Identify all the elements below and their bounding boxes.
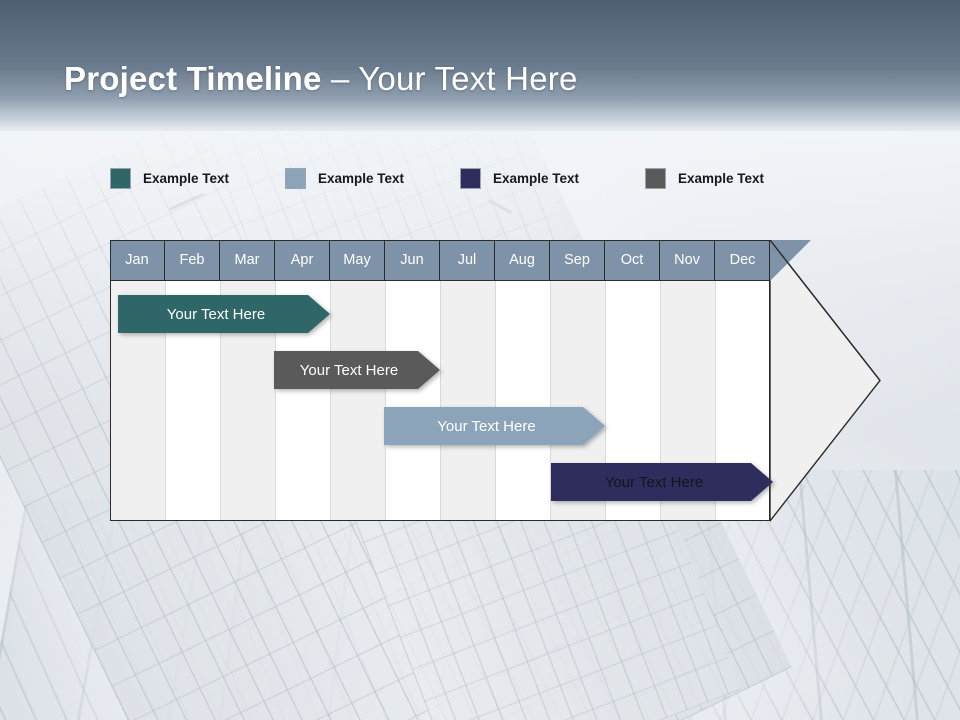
legend-label-2: Example Text	[318, 171, 405, 186]
legend-item-1[interactable]: Example Text	[110, 168, 229, 189]
month-header-jul[interactable]: Jul	[440, 240, 495, 280]
month-header-dec[interactable]: Dec	[715, 240, 770, 280]
legend-swatch-gray-icon	[645, 168, 666, 189]
month-header-aug[interactable]: Aug	[495, 240, 550, 280]
timeline-column-feb	[165, 240, 220, 521]
timeline-bar-3[interactable]: Your Text Here	[384, 407, 605, 445]
month-header-nov[interactable]: Nov	[660, 240, 715, 280]
timeline-column-aug	[495, 240, 550, 521]
timeline-column-divider	[440, 280, 441, 521]
timeline-bar-1[interactable]: Your Text Here	[118, 295, 330, 333]
timeline-header-baseline	[110, 280, 770, 282]
timeline-column-divider	[495, 280, 496, 521]
legend-label-1: Example Text	[143, 171, 230, 186]
legend-swatch-lightblue-icon	[285, 168, 306, 189]
timeline-column-divider	[385, 280, 386, 521]
page-title-rest: – Your Text Here	[321, 60, 578, 97]
month-header-apr[interactable]: Apr	[275, 240, 330, 280]
legend-label-4: Example Text	[678, 171, 765, 186]
month-header-sep[interactable]: Sep	[550, 240, 605, 280]
month-header-oct[interactable]: Oct	[605, 240, 660, 280]
legend-item-4[interactable]: Example Text	[645, 168, 764, 189]
timeline-bar-4[interactable]: Your Text Here	[551, 463, 773, 501]
page-title-bold: Project Timeline	[64, 60, 322, 97]
timeline-bar-2[interactable]: Your Text Here	[274, 351, 440, 389]
timeline-arrowhead	[770, 240, 881, 523]
legend: Example Text Example Text Example Text E…	[110, 168, 810, 196]
page-title: Project Timeline – Your Text Here	[64, 59, 578, 99]
month-header-jan[interactable]: Jan	[110, 240, 165, 280]
legend-item-3[interactable]: Example Text	[460, 168, 579, 189]
timeline-column-jul	[440, 240, 495, 521]
month-header-mar[interactable]: Mar	[220, 240, 275, 280]
month-header-feb[interactable]: Feb	[165, 240, 220, 280]
month-header-jun[interactable]: Jun	[385, 240, 440, 280]
legend-item-2[interactable]: Example Text	[285, 168, 404, 189]
timeline-column-mar	[220, 240, 275, 521]
title-banner: Project Timeline – Your Text Here	[0, 0, 960, 131]
legend-swatch-teal-icon	[110, 168, 131, 189]
legend-label-3: Example Text	[493, 171, 580, 186]
timeline-column-divider	[330, 280, 331, 521]
legend-swatch-navy-icon	[460, 168, 481, 189]
timeline-column-jan	[110, 240, 165, 521]
month-header-may[interactable]: May	[330, 240, 385, 280]
